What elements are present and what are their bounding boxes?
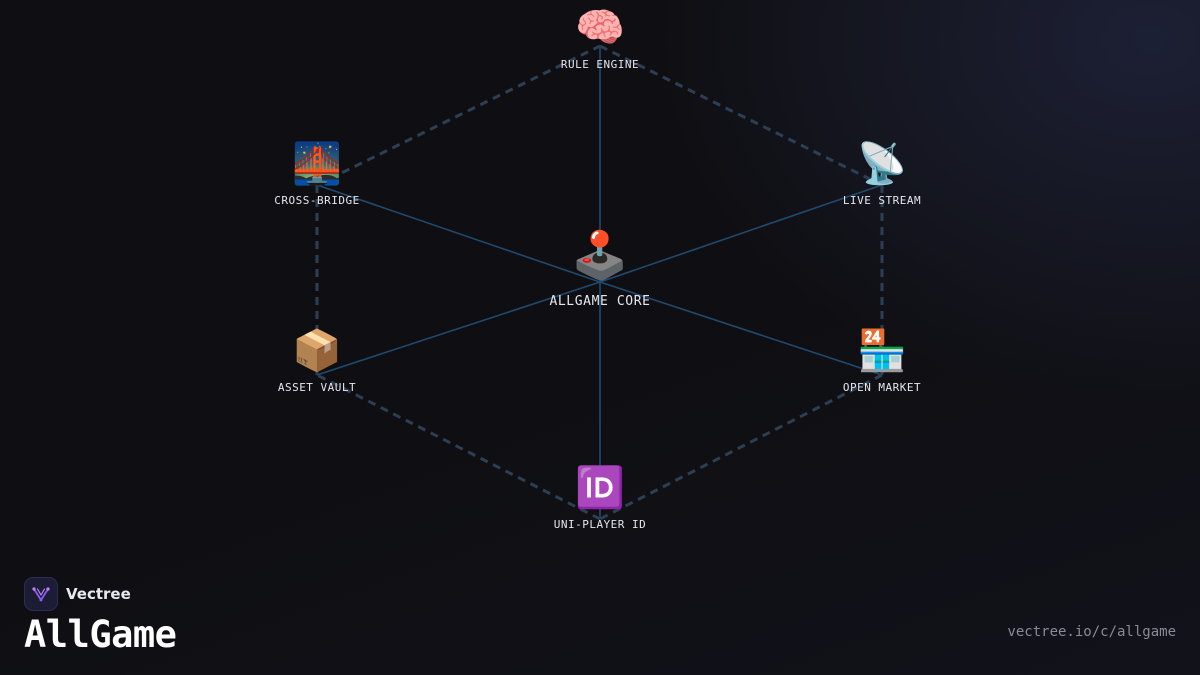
footer-url[interactable]: vectree.io/c/allgame [1007, 624, 1176, 640]
node-rule-engine[interactable]: 🧠 RULE ENGINE [561, 4, 639, 71]
ring-dashed-line [599, 373, 883, 521]
node-open-market[interactable]: 🏪 OPEN MARKET [843, 327, 921, 394]
spoke-line [599, 184, 883, 283]
spoke-line [316, 281, 601, 376]
ring-dashed-line [316, 373, 601, 521]
node-live-stream[interactable]: 📡 LIVE STREAM [843, 140, 921, 207]
node-cross-bridge[interactable]: 🌉 CROSS-BRIDGE [274, 140, 359, 207]
brand-name: Vectree [66, 585, 131, 603]
app-title: AllGame [24, 613, 177, 656]
node-label: RULE ENGINE [560, 58, 640, 71]
node-label: CROSS-BRIDGE [274, 194, 360, 207]
joystick-icon: 🕹️ [571, 228, 629, 282]
node-uni-player-id[interactable]: 🆔 UNI-PLAYER ID [554, 464, 647, 531]
vectree-logo-icon[interactable] [24, 577, 58, 611]
bridge-icon: 🌉 [292, 141, 342, 187]
spoke-line [316, 184, 601, 283]
node-label: ALLGAME CORE [549, 294, 651, 309]
spoke-line [599, 281, 883, 376]
satellite-dish-icon: 📡 [857, 141, 907, 187]
ring-dashed-line [316, 44, 601, 187]
id-icon: 🆔 [575, 465, 625, 511]
package-icon: 📦 [292, 328, 342, 374]
brain-icon: 🧠 [575, 5, 625, 51]
node-allgame-core[interactable]: 🕹️ ALLGAME CORE [549, 228, 650, 309]
node-label: ASSET VAULT [277, 381, 357, 394]
node-label: UNI-PLAYER ID [553, 518, 647, 531]
ring-dashed-line [599, 44, 883, 187]
node-label: OPEN MARKET [842, 381, 922, 394]
node-label: LIVE STREAM [842, 194, 922, 207]
node-asset-vault[interactable]: 📦 ASSET VAULT [278, 327, 356, 394]
brand-block: Vectree AllGame [24, 577, 177, 656]
store-icon: 🏪 [857, 328, 907, 374]
